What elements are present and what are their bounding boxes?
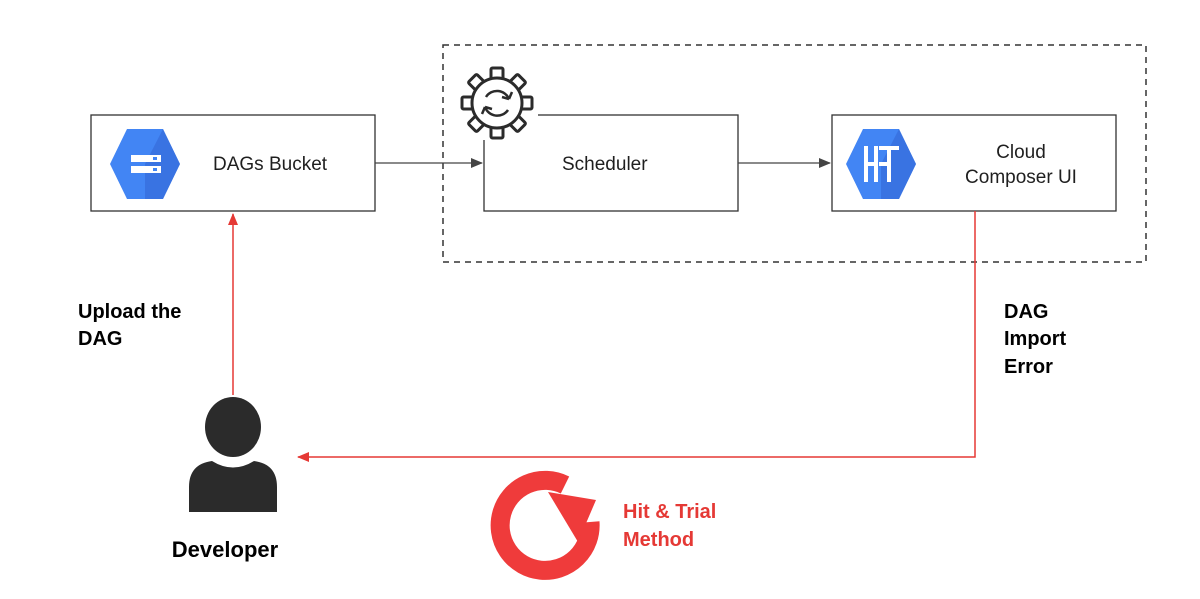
edge-composer-to-developer	[297, 211, 976, 462]
composer-ui-node[interactable]: Cloud Composer UI	[831, 114, 1117, 212]
scheduler-label: Scheduler	[562, 154, 648, 175]
import-error-label-line2: Import	[1004, 328, 1067, 350]
person-icon	[189, 397, 277, 512]
composer-ui-label-line1: Cloud	[996, 142, 1046, 163]
dags-bucket-node[interactable]: DAGs Bucket	[90, 114, 376, 212]
cloud-composer-icon	[846, 129, 916, 199]
composer-environment-boundary	[442, 44, 1147, 263]
gear-sync-icon	[458, 66, 538, 140]
refresh-loop-icon	[490, 470, 600, 580]
upload-label-line2: DAG	[78, 328, 122, 350]
import-error-label-line3: Error	[1004, 356, 1053, 378]
developer-label: Developer	[172, 537, 279, 562]
composer-ui-label-line2: Composer UI	[965, 167, 1077, 188]
loop-label-line2: Method	[623, 529, 694, 551]
upload-label-line1: Upload the	[78, 301, 181, 323]
dags-bucket-label: DAGs Bucket	[213, 154, 328, 175]
loop-label-line1: Hit & Trial	[623, 501, 716, 523]
storage-bucket-icon	[110, 129, 180, 199]
import-error-label-line1: DAG	[1004, 301, 1048, 323]
